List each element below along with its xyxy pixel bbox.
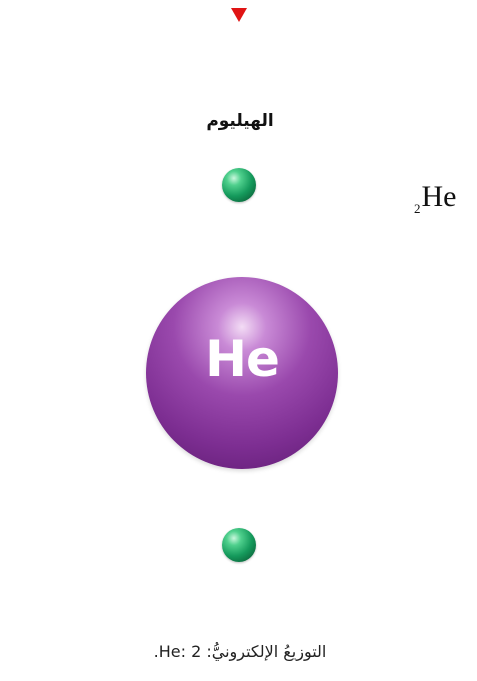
atomic-number-subscript: 2 (414, 201, 421, 216)
element-symbol: He (422, 180, 457, 213)
electron-top (222, 168, 256, 202)
element-name-label: الهيليوم (170, 111, 310, 131)
nucleus-label: He (146, 330, 338, 388)
electron-configuration-caption: التوزيعُ الإلكترونيُّ: 2 :He. (80, 642, 400, 661)
element-symbol-notation: 2He (414, 180, 456, 214)
electron-bottom (222, 528, 256, 562)
down-triangle-icon (231, 8, 247, 22)
